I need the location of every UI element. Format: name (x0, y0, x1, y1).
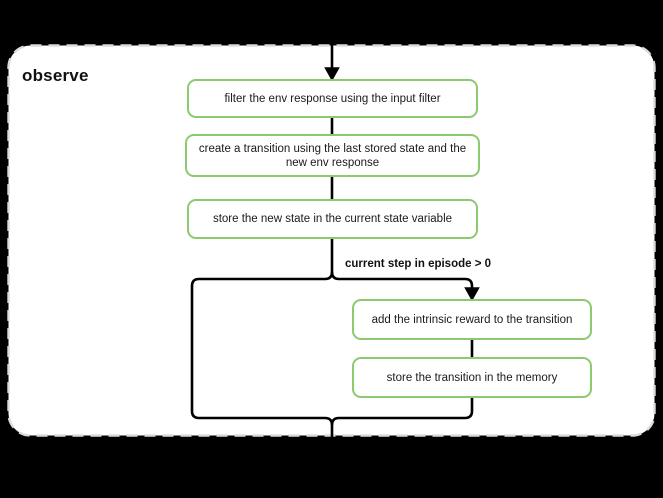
node-store-new-state[interactable]: store the new state in the current state… (187, 199, 478, 239)
node-filter-env-response[interactable]: filter the env response using the input … (187, 79, 478, 118)
node-store-transition-memory[interactable]: store the transition in the memory (352, 357, 592, 398)
observe-group-label: observe (22, 66, 89, 85)
edge-split-right-branch-conditional (330, 271, 480, 302)
node-add-intrinsic-reward[interactable]: add the intrinsic reward to the transiti… (352, 299, 592, 340)
edge-left-branch-to-merge (190, 410, 334, 426)
node-create-transition[interactable]: create a transition using the last store… (185, 134, 480, 177)
edge-split-left-branch (190, 271, 334, 411)
edge-label-current-step-condition: current step in episode > 0 (345, 258, 492, 270)
